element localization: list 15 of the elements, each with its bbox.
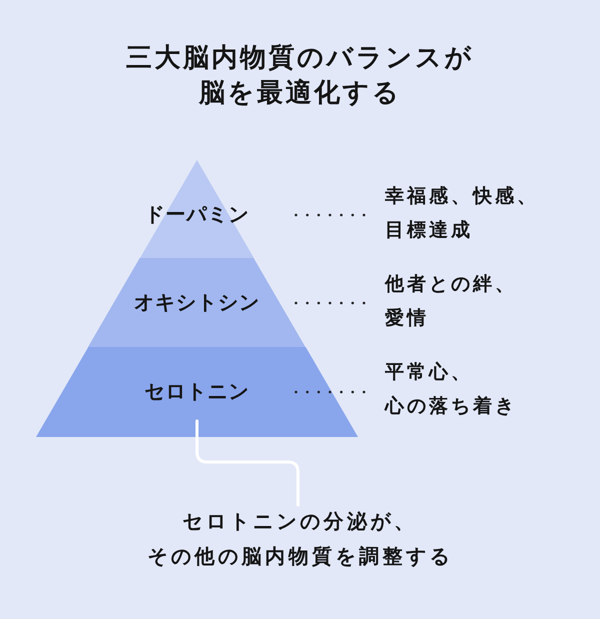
tier-label: ドーパミン	[144, 203, 250, 228]
pyramid-tier	[88, 258, 306, 347]
description-text: 平常心、心の落ち着き	[385, 360, 518, 419]
description-text: 他者との絆、愛情	[385, 273, 518, 331]
dotted-leader-line	[294, 390, 368, 394]
pyramid-tier	[36, 347, 358, 437]
connector-line	[196, 420, 300, 506]
dotted-leader-line	[294, 214, 368, 216]
description-text: 幸福感、快感、目標達成	[385, 185, 540, 243]
tier-label: オキシトシン	[134, 291, 260, 316]
dotted-leader-line	[294, 302, 368, 304]
title-text: 三大脳内物質のバランスが脳を最適化する	[125, 41, 475, 109]
tier-label: セロトニン	[144, 380, 250, 405]
pyramid-tier	[140, 160, 254, 258]
note-text: セロトニンの分泌が、その他の脳内物質を調整する	[146, 510, 454, 570]
